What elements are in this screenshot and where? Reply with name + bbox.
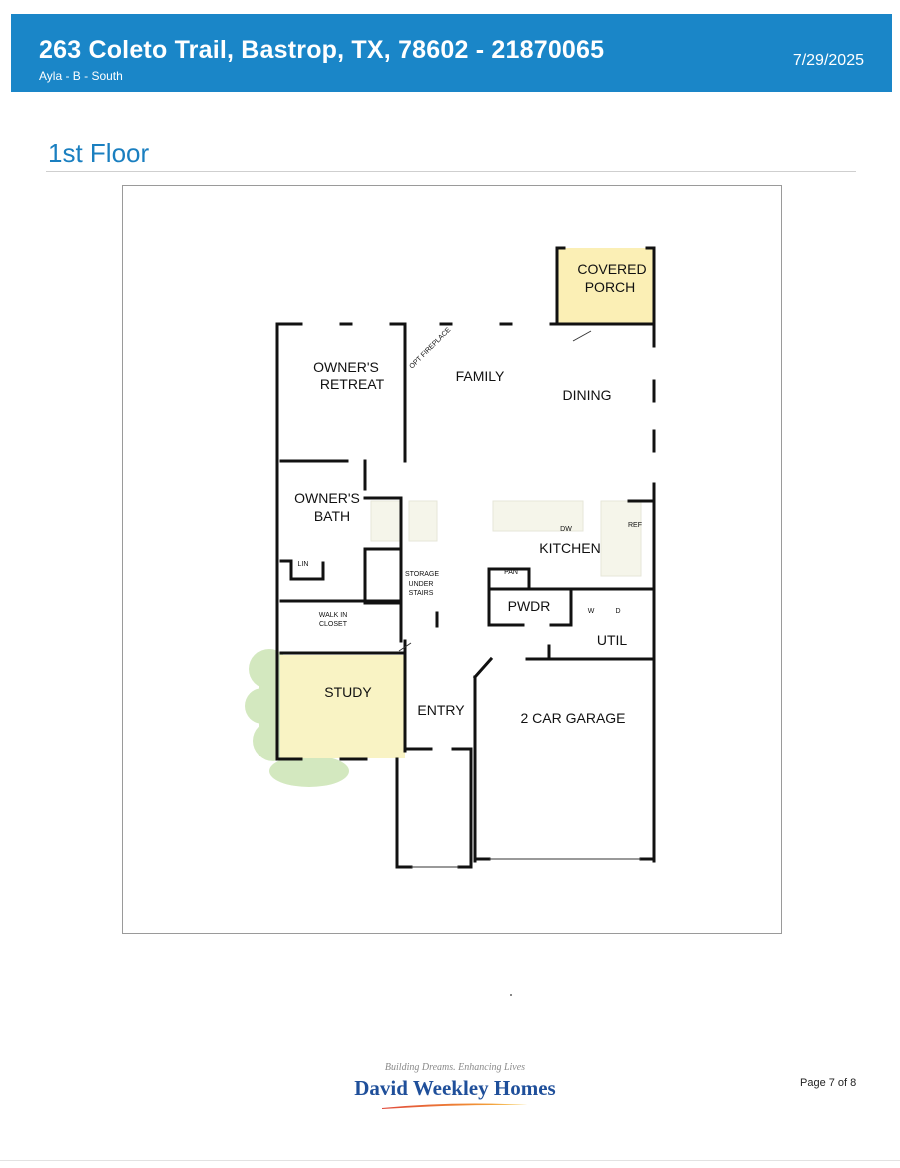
label-owners-bath-2: BATH — [314, 508, 350, 524]
label-dw: DW — [560, 526, 572, 533]
label-storage-2: UNDER — [409, 581, 434, 588]
label-util: UTIL — [597, 632, 628, 648]
plan-subtitle: Ayla - B - South — [39, 69, 123, 83]
header-date: 7/29/2025 — [792, 52, 864, 69]
label-w: W — [588, 608, 595, 615]
brand-tagline: Building Dreams. Enhancing Lives — [384, 1062, 526, 1073]
label-dining: DINING — [563, 387, 612, 403]
label-pan: PAN — [504, 569, 518, 576]
covered-porch-area — [557, 248, 654, 324]
brand-logo: Building Dreams. Enhancing Lives David W… — [340, 1062, 570, 1114]
label-kitchen: KITCHEN — [539, 540, 600, 556]
label-family: FAMILY — [456, 368, 505, 384]
label-ref: REF — [628, 522, 642, 529]
brand-swoosh-icon — [382, 1103, 528, 1109]
label-retreat: RETREAT — [320, 376, 385, 392]
bottom-divider — [0, 1160, 900, 1161]
section-title: 1st Floor — [48, 138, 150, 168]
floor-plan-drawing: COVERED PORCH OWNER'S RETREAT OPT FIREPL… — [245, 246, 656, 869]
label-storage-3: STAIRS — [409, 590, 434, 597]
walls — [275, 246, 656, 869]
floor-plan-frame: COVERED PORCH OWNER'S RETREAT OPT FIREPL… — [122, 185, 782, 934]
label-walk-in: WALK IN — [319, 612, 348, 619]
page-number: Page 7 of 8 — [800, 1077, 857, 1089]
label-owners-bath-1: OWNER'S — [294, 490, 360, 506]
brand-name: David Weekley Homes — [354, 1076, 556, 1100]
label-owners: OWNER'S — [313, 359, 379, 375]
label-closet: CLOSET — [319, 621, 348, 628]
label-study: STUDY — [324, 684, 372, 700]
label-pwdr: PWDR — [508, 598, 551, 614]
kitchen-fixtures — [370, 500, 642, 577]
section-divider — [46, 171, 856, 172]
study-area — [280, 655, 405, 758]
label-garage: 2 CAR GARAGE — [520, 710, 625, 726]
label-covered: COVERED — [577, 261, 646, 277]
label-storage-1: STORAGE — [405, 571, 439, 578]
wall-thin — [398, 330, 641, 868]
label-entry: ENTRY — [417, 702, 465, 718]
label-lin: LIN — [298, 561, 309, 568]
label-d: D — [615, 608, 620, 615]
label-porch: PORCH — [585, 279, 636, 295]
stray-mark — [510, 994, 512, 996]
page-header: 263 Coleto Trail, Bastrop, TX, 78602 - 2… — [11, 14, 892, 92]
label-opt-fireplace: OPT FIREPLACE — [408, 326, 452, 370]
property-title: 263 Coleto Trail, Bastrop, TX, 78602 - 2… — [39, 36, 605, 64]
